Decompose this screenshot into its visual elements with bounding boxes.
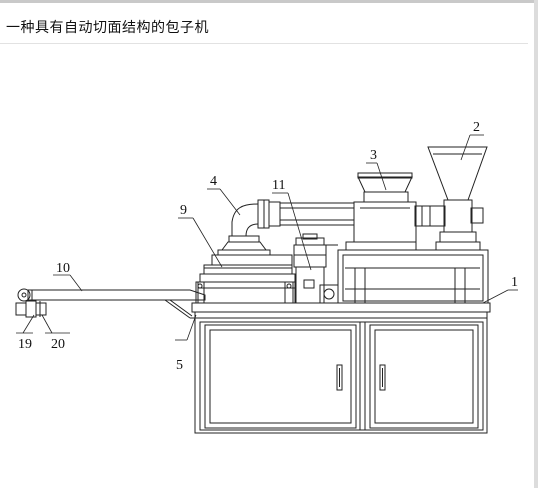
cabinet-base <box>194 311 488 434</box>
label-3: 3 <box>370 148 377 163</box>
leader-lines <box>16 134 518 341</box>
tabletop <box>191 302 491 313</box>
conveyor-10 <box>15 288 206 319</box>
hopper-3 <box>345 172 417 251</box>
label-20: 20 <box>51 337 65 352</box>
label-5: 5 <box>176 358 183 373</box>
page-title: 一种具有自动切面结构的包子机 <box>6 20 209 36</box>
window-top-border <box>0 0 538 3</box>
label-9: 9 <box>180 203 187 218</box>
hopper-2 <box>414 146 488 251</box>
label-2: 2 <box>473 120 480 135</box>
label-1: 1 <box>511 275 518 290</box>
press-9 <box>195 254 296 304</box>
label-11: 11 <box>272 178 285 193</box>
motor-housing <box>337 249 489 304</box>
label-4: 4 <box>210 174 217 189</box>
label-10: 10 <box>56 261 70 276</box>
pipe-4 <box>217 199 355 256</box>
scrollbar-track[interactable] <box>534 0 538 488</box>
label-19: 19 <box>18 337 32 352</box>
cutter-11 <box>293 233 339 304</box>
title-divider <box>0 43 528 44</box>
